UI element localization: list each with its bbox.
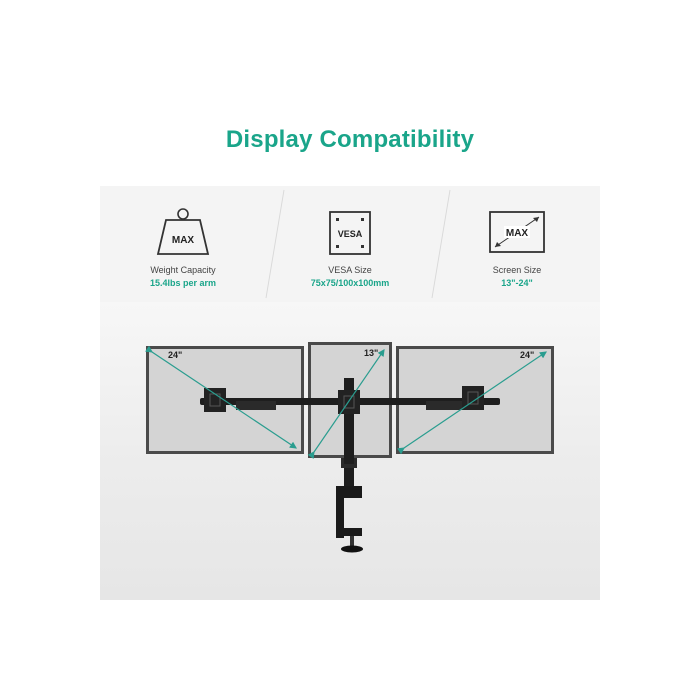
feature-value: 13"-24" — [501, 278, 533, 288]
feature-value: 15.4lbs per arm — [149, 278, 217, 288]
center-size-label: 13" — [364, 348, 378, 358]
right-size-label: 24" — [520, 350, 534, 360]
left-diagonal — [145, 345, 297, 449]
weight-max-icon: MAX — [100, 200, 266, 260]
screen-max-icon: MAX — [434, 200, 600, 260]
feature-label: VESA Size — [328, 265, 372, 275]
feature-label: Screen Size — [492, 265, 542, 275]
left-size-label: 24" — [168, 350, 182, 360]
page-title: Display Compatibility — [225, 126, 475, 153]
feature-screen-size: MAX Screen Size 13"-24" — [434, 186, 600, 302]
vesa-plate-left — [204, 388, 226, 412]
feature-dividers — [265, 189, 451, 299]
feature-weight-capacity: MAX Weight Capacity 15.4lbs per arm — [100, 186, 266, 302]
weight-icon-text: MAX — [172, 235, 195, 246]
vesa-icon-text: VESA — [338, 229, 363, 239]
monitor-mount-illustration: 24" 13" 24" — [145, 342, 554, 553]
feature-vesa-size: VESA VESA Size 75x75/100x100mm — [267, 186, 433, 302]
vesa-icon: VESA — [267, 200, 433, 260]
features-panel: MAX Weight Capacity 15.4lbs per arm VESA… — [100, 186, 600, 302]
feature-label: Weight Capacity — [150, 265, 216, 275]
center-diagonal — [307, 349, 385, 459]
screen-icon-text: MAX — [506, 228, 529, 239]
right-diagonal — [397, 351, 547, 455]
product-scene: 24" 13" 24" — [100, 302, 600, 600]
feature-value: 75x75/100x100mm — [310, 278, 390, 288]
